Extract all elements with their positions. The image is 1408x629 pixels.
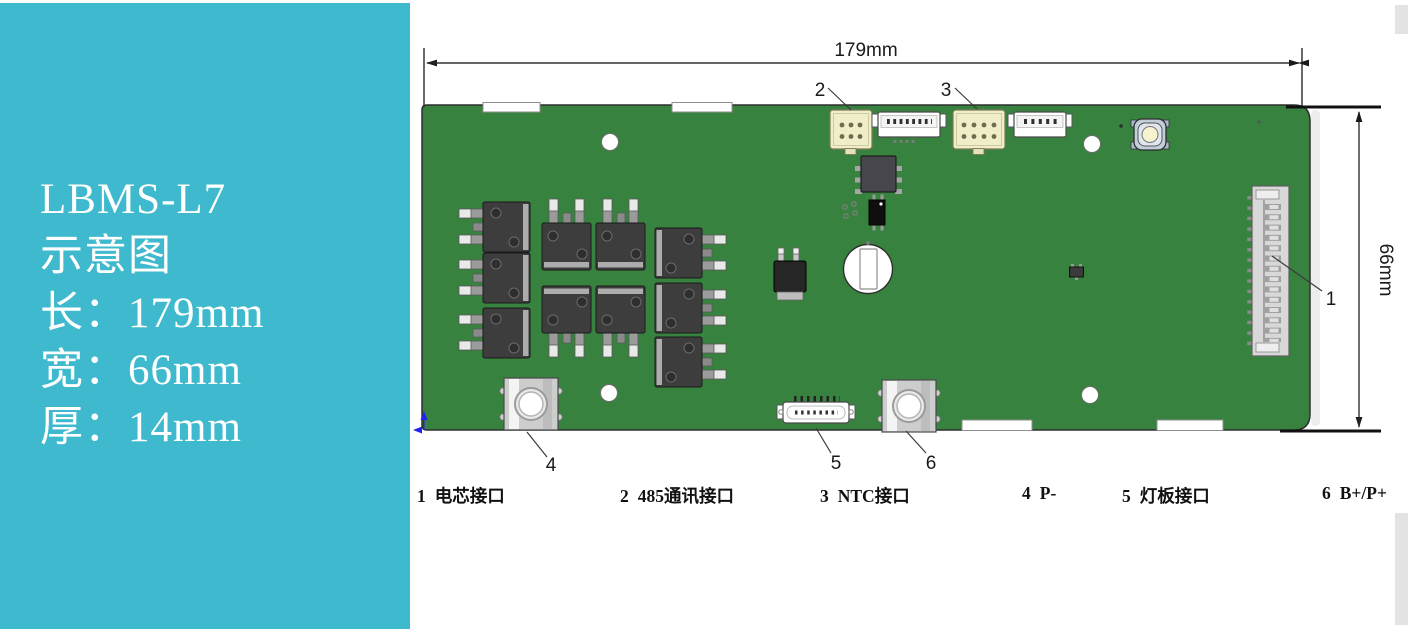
dim-179mm: 179mm xyxy=(423,40,1309,107)
callout-numbers: 1 2 3 4 5 6 xyxy=(546,80,1337,476)
dim-width-label: 179mm xyxy=(834,40,897,61)
terminal-4-p-minus xyxy=(498,377,564,431)
callout-1: 1 xyxy=(1326,289,1337,310)
legend-item-ntc: 3 NTC接口 xyxy=(820,483,910,508)
spec-width: 宽：66mm xyxy=(40,347,242,394)
connector-1-cell xyxy=(1247,185,1290,357)
legend-num: 2 xyxy=(620,486,629,506)
legend-row: 1 电芯接口 2 485通讯接口 3 NTC接口 4 P- 5 灯板接口 6 B+/P+ xyxy=(0,483,1408,508)
mounting-hole xyxy=(1081,386,1099,404)
callout-2: 2 xyxy=(815,80,826,101)
top-notch xyxy=(671,102,733,113)
legend-label: B+/P+ xyxy=(1339,483,1387,503)
dim-66mm: 66mm xyxy=(1280,105,1396,433)
optocoupler xyxy=(868,194,886,231)
white-header-8pin xyxy=(871,111,947,144)
via-cluster xyxy=(842,201,858,219)
legend-label: P- xyxy=(1039,483,1057,503)
spec-thickness: 厚：14mm xyxy=(40,404,242,451)
legend-item-485: 2 485通讯接口 xyxy=(620,483,734,508)
callout-6: 6 xyxy=(926,453,937,474)
white-header-5pin xyxy=(1007,111,1073,138)
legend-num: 4 xyxy=(1022,483,1031,503)
terminal-6-b-plus xyxy=(876,379,942,433)
legend-num: 3 xyxy=(820,486,829,506)
legend-label: 电芯接口 xyxy=(434,486,505,506)
spec-length: 长：179mm xyxy=(40,290,265,337)
callout-leaders xyxy=(526,87,1323,458)
legend-label: NTC接口 xyxy=(837,486,910,506)
edge-tab xyxy=(1395,5,1408,34)
spec-text-block: LBMS-L7 示意图 长：179mm 宽：66mm 厚：14mm xyxy=(40,171,264,456)
round-component xyxy=(842,241,894,295)
connector-5-led xyxy=(776,396,856,424)
legend-item-b-plus: 6 B+/P+ xyxy=(1322,483,1387,504)
sot-component xyxy=(1069,264,1084,280)
fiducial-dot xyxy=(1119,124,1123,128)
legend-num: 5 xyxy=(1122,486,1131,506)
to-package-component xyxy=(773,247,807,301)
bottom-notch xyxy=(961,419,1033,431)
soic-chip xyxy=(855,155,902,194)
callout-4: 4 xyxy=(546,455,557,476)
board-shadow xyxy=(1311,110,1320,426)
connector-3-ntc xyxy=(952,109,1006,155)
spec-panel: LBMS-L7 示意图 长：179mm 宽：66mm 厚：14mm xyxy=(0,3,410,629)
connector-2-485 xyxy=(829,109,873,155)
fiducial-dot xyxy=(1257,120,1261,124)
push-button xyxy=(1130,118,1170,151)
legend-item-p-minus: 4 P- xyxy=(1022,483,1056,504)
edge-tab xyxy=(1395,513,1408,625)
mounting-hole xyxy=(601,133,619,151)
legend-label: 灯板接口 xyxy=(1139,486,1210,506)
legend-num: 6 xyxy=(1322,483,1331,503)
legend-num: 1 xyxy=(417,486,426,506)
product-model: LBMS-L7 xyxy=(40,176,227,223)
legend-item-led: 5 灯板接口 xyxy=(1122,483,1210,508)
mounting-hole xyxy=(600,384,618,402)
bottom-notch xyxy=(1156,419,1224,431)
callout-5: 5 xyxy=(831,453,842,474)
legend-label: 485通讯接口 xyxy=(637,486,734,506)
dim-height-label: 66mm xyxy=(1375,244,1396,297)
callout-3: 3 xyxy=(941,80,952,101)
diagram-title: 示意图 xyxy=(40,233,172,280)
mounting-hole xyxy=(1083,135,1101,153)
origin-marker-icon xyxy=(413,411,428,434)
top-notch xyxy=(482,102,541,113)
legend-item-cell: 1 电芯接口 xyxy=(417,483,505,508)
